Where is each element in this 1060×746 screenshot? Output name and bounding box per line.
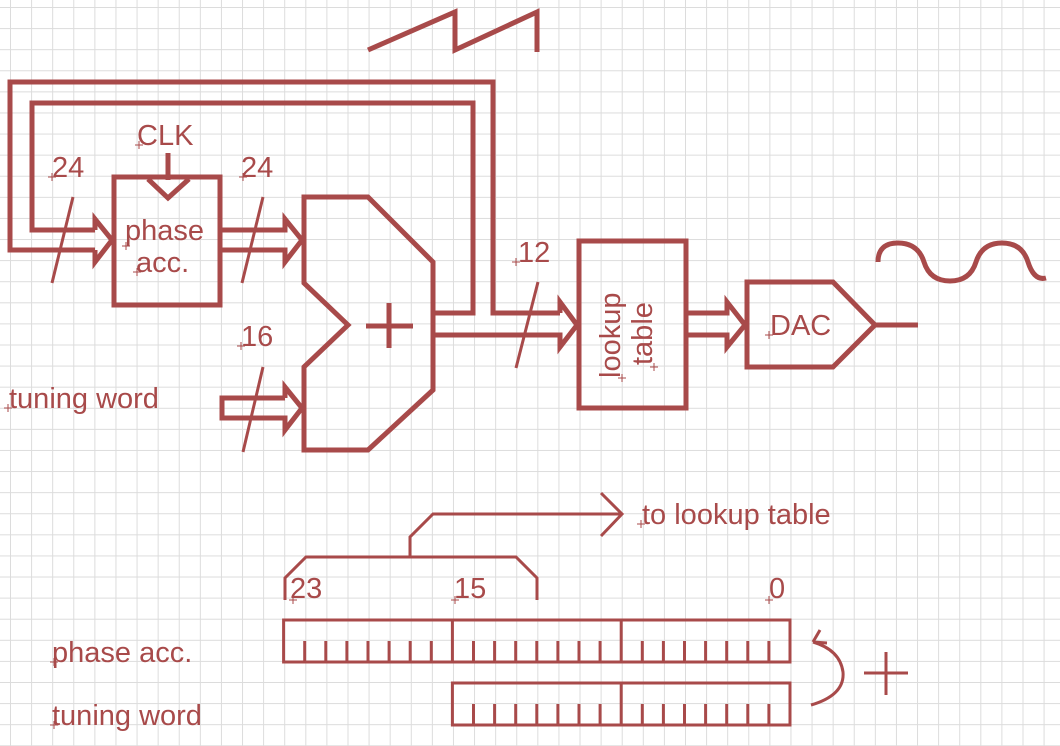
sine-wave-icon bbox=[875, 240, 1047, 284]
tuning-word-row-label: tuning word bbox=[52, 700, 202, 732]
tuning-word-bus bbox=[219, 379, 306, 438]
phase-acc-row-label: phase acc. bbox=[52, 637, 192, 669]
outer-feedback-wire bbox=[7, 79, 560, 316]
phase-acc-register bbox=[282, 618, 792, 664]
clock-triangle-icon bbox=[146, 177, 191, 202]
adder-to-lookup-bus bbox=[433, 294, 581, 355]
adder-block bbox=[301, 194, 436, 453]
width-label-16: 16 bbox=[241, 321, 273, 353]
to-lookup-label: to lookup table bbox=[642, 499, 831, 531]
sawtooth-wave-icon bbox=[366, 8, 540, 54]
add-curved-arrow-icon bbox=[810, 629, 845, 707]
upper-bits-bracket bbox=[283, 555, 539, 600]
tuning-word-label: tuning word bbox=[9, 383, 159, 415]
bus-slash-24-out bbox=[240, 196, 265, 284]
width-label-24-out: 24 bbox=[241, 152, 273, 184]
acc-to-adder-bus bbox=[220, 211, 306, 270]
phase-acc-label-1: phase bbox=[125, 215, 204, 247]
clk-label: CLK bbox=[137, 120, 194, 152]
lookup-label-1: lookup bbox=[595, 293, 627, 378]
bus-slash-16 bbox=[241, 366, 265, 453]
bit-15-label: 15 bbox=[454, 573, 486, 605]
lookup-label-2: table bbox=[627, 302, 659, 365]
bus-slash-24-in bbox=[50, 196, 75, 284]
tuning-word-register bbox=[450, 681, 792, 727]
lookup-to-dac-bus bbox=[686, 294, 749, 355]
phase-acc-label-2: acc. bbox=[136, 247, 189, 279]
bit-0-label: 0 bbox=[769, 573, 785, 605]
lookup-table-block bbox=[576, 238, 689, 411]
dac-label: DAC bbox=[770, 310, 831, 342]
to-lookup-arrow-icon bbox=[599, 491, 625, 538]
width-label-24-in: 24 bbox=[52, 152, 84, 184]
origin-marks bbox=[4, 141, 773, 729]
bus-slash-12 bbox=[514, 281, 540, 369]
dac-block bbox=[744, 279, 879, 370]
width-label-12: 12 bbox=[518, 237, 550, 269]
arrowhead-acc-in bbox=[92, 211, 116, 270]
inner-feedback-wire bbox=[29, 100, 476, 316]
bracket-stem bbox=[408, 512, 622, 557]
